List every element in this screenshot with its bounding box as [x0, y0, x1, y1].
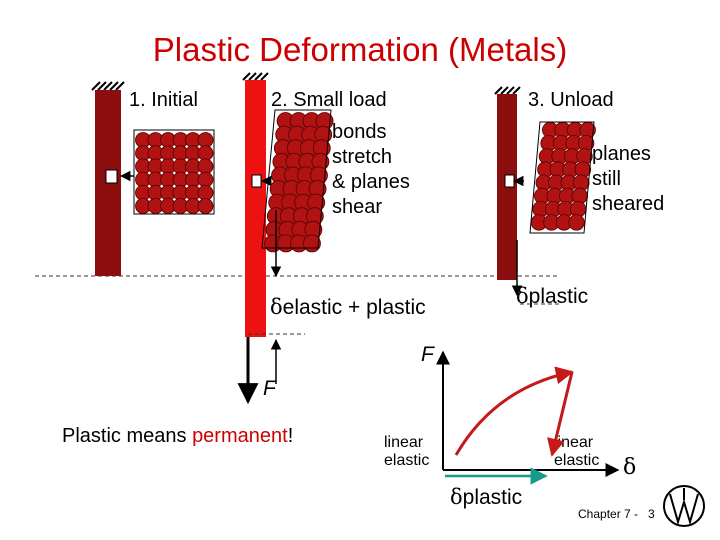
atom [568, 214, 585, 231]
atom-lattice-icon [264, 112, 334, 253]
fixed-support-hatch-icon [91, 81, 125, 91]
initial-bar-link [105, 169, 118, 184]
graph-y-axis-label: F [421, 343, 434, 366]
linear-elastic-left-label: linear elastic [384, 434, 429, 471]
sheared-lattice-outline [529, 121, 595, 234]
small-load-note: bonds stretch & planes shear [332, 120, 410, 220]
note-line: planes [592, 143, 651, 165]
stage-unload-label: 3. Unload [528, 89, 614, 111]
unload-note: planes still sheared [592, 142, 664, 217]
page-number: 3 [648, 507, 655, 521]
note-line: shear [332, 196, 383, 218]
stage-small-load-figure [237, 72, 334, 405]
label-line: linear [384, 434, 424, 451]
atom [197, 145, 214, 162]
delta-text: plastic [528, 285, 589, 308]
chapter-label: Chapter 7 - [578, 507, 639, 521]
delta-text: plastic [462, 486, 523, 509]
initial-lattice-box [133, 129, 215, 215]
plastic-statement: Plastic means permanent! [62, 425, 293, 447]
statement-prefix: Plastic means [62, 425, 193, 447]
note-line: stretch [332, 146, 393, 168]
note-line: still [592, 168, 621, 190]
note-line: sheared [592, 193, 665, 215]
statement-highlight: permanent [192, 425, 288, 447]
loaded-bar [245, 80, 266, 337]
label-line: elastic [554, 452, 600, 470]
graph-x-axis-label: δ [623, 455, 637, 480]
note-line: & planes [332, 171, 410, 193]
sheared-lattice-outline [261, 109, 332, 249]
fixed-support-hatch-icon [494, 86, 521, 95]
force-displacement-graph [436, 350, 620, 485]
graph-plastic-offset-label: δplastic [450, 485, 523, 509]
note-line: bonds [332, 121, 387, 143]
atom [197, 132, 214, 148]
statement-suffix: ! [287, 425, 294, 447]
delta-symbol: δ [450, 485, 463, 509]
stage-initial-figure [91, 81, 215, 276]
fixed-support-hatch-icon [242, 72, 269, 81]
unloading-line [547, 371, 574, 457]
slide-title: Plastic Deformation (Metals) [152, 31, 568, 68]
atom [197, 184, 214, 201]
unloaded-bar-link [504, 174, 515, 188]
loading-curve [454, 366, 574, 456]
atom [197, 198, 214, 214]
atom [197, 171, 214, 188]
stage-unload-figure [494, 86, 596, 305]
stage-initial-label: 1. Initial [129, 89, 198, 111]
stage-small-load-label: 2. Small load [271, 89, 387, 111]
delta-text: elastic + plastic [282, 296, 426, 319]
atom [197, 158, 214, 175]
force-label: F [263, 377, 276, 400]
logo-seal-icon [663, 485, 705, 527]
label-line: elastic [384, 452, 430, 470]
atom-lattice-icon [530, 121, 596, 231]
delta-symbol: δ [270, 295, 283, 319]
loaded-bar-link [251, 174, 262, 188]
atom-lattice-icon [135, 132, 214, 214]
delta-elastic-plastic-label: δelastic + plastic [270, 295, 426, 319]
